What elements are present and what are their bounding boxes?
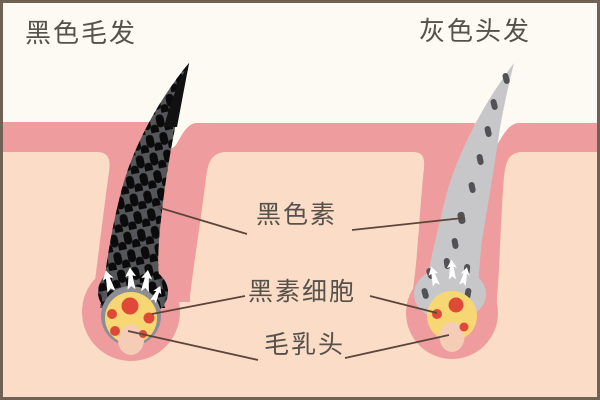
black-hair xyxy=(98,63,189,355)
gray-hair xyxy=(414,63,514,352)
label-papilla: 毛乳头 xyxy=(264,331,346,359)
melanin-leader-right xyxy=(351,217,464,231)
melanin-transfer-arrows-right xyxy=(428,259,470,287)
title-gray-hair: 灰色头发 xyxy=(419,16,532,46)
title-black-hair: 黑色毛发 xyxy=(25,18,138,48)
left-papilla-notch xyxy=(118,325,144,355)
black-hair-tip xyxy=(164,63,189,127)
papilla-leader-right xyxy=(344,334,450,359)
gray-hair-shaft xyxy=(420,63,514,306)
melanin-transfer-arrows-left xyxy=(102,267,162,304)
melanocyte-leader-left xyxy=(151,295,246,315)
sparse-melanin-granules xyxy=(421,73,510,299)
leader-lines xyxy=(127,206,464,361)
melanocyte-leader-right xyxy=(369,295,438,314)
label-melanin: 黑色素 xyxy=(256,201,338,229)
melanin-leader-left xyxy=(156,206,248,235)
papilla-leader-left xyxy=(127,330,259,361)
label-melanocyte: 黑素细胞 xyxy=(248,278,357,306)
dermis-layer xyxy=(3,150,597,397)
right-papilla-notch xyxy=(439,322,465,352)
